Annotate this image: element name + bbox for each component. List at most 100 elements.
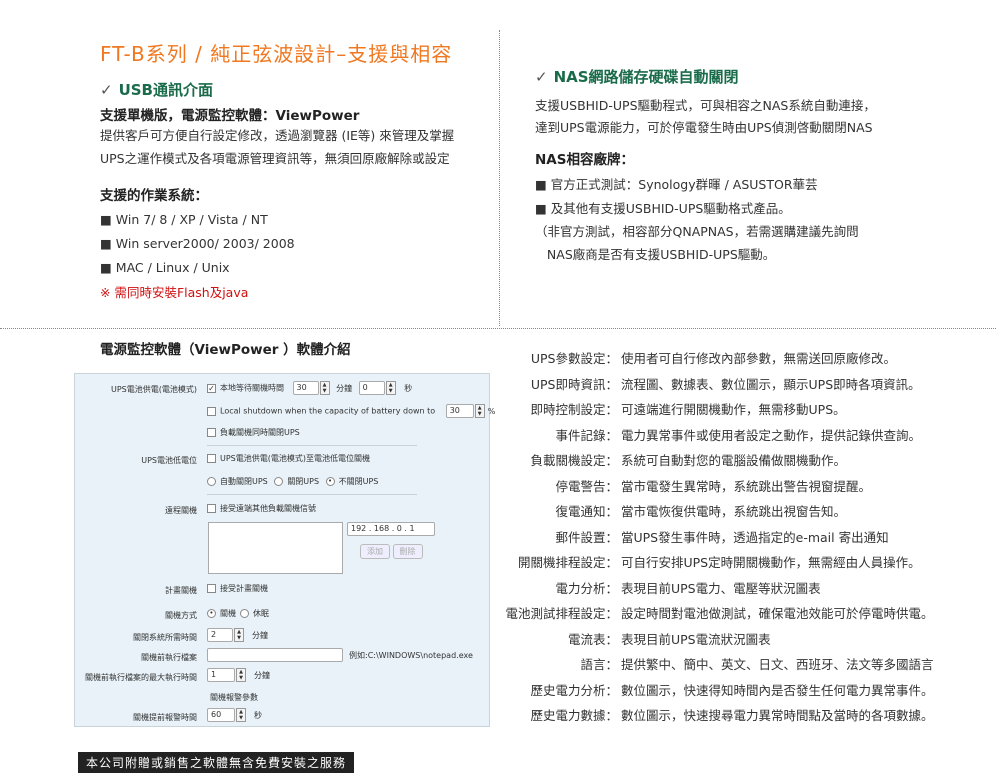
unit: 分鐘 — [252, 630, 268, 640]
feature-key: 歷史電力分析： — [530, 682, 618, 698]
radio-off[interactable] — [274, 477, 284, 486]
os-item: ■ Win 7/ 8 / XP / Vista / NT — [100, 212, 268, 227]
spinner[interactable]: ▲▼ — [319, 381, 330, 395]
separator — [207, 494, 417, 495]
spinner[interactable]: ▲▼ — [385, 381, 396, 395]
schedule-label: 計畫關機 — [165, 586, 197, 595]
low-battery-label: UPS電池低電位 — [141, 456, 197, 465]
feature-row: 電池測試排程設定：設定時間對電池做測試，確保電池效能可於停電時供電。 — [500, 601, 960, 627]
nas-heading-text: NAS網路儲存硬碟自動關閉 — [553, 68, 739, 86]
feature-row: 即時控制設定：可遠端進行開關機動作，無需移動UPS。 — [500, 397, 960, 423]
remote-list[interactable] — [208, 522, 343, 574]
feature-key: 郵件設置： — [555, 529, 618, 545]
feature-row: 事件記錄：電力異常事件或使用者設定之動作，提供記錄供查詢。 — [500, 423, 960, 449]
usb-desc-1: 提供客戶可方便自行設定修改，透過瀏覽器 (IE等) 來管理及掌握 — [100, 128, 455, 143]
radio-auto-off[interactable] — [207, 477, 216, 486]
nas-desc-2: 達到UPS電源能力，可於停電發生時由UPS偵測啓動關閉NAS — [535, 120, 873, 135]
close-time-label: 關閉系統所需時間 — [133, 633, 197, 642]
feature-row: 語言：提供繁中、簡中、英文、日文、西班牙、法文等多國語言 — [500, 652, 960, 678]
exec-max-label: 關機前執行檔案的最大執行時間 — [85, 673, 197, 682]
feature-row: 歷史電力分析：數位圖示，快速得知時間內是否發生任何電力異常事件。 — [500, 678, 960, 704]
nas-item: NAS廠商是否有支援USBHID-UPS驅動。 — [535, 247, 776, 262]
feature-key: 即時控制設定： — [530, 402, 618, 417]
radio-shutdown[interactable]: • — [207, 609, 216, 618]
feature-row: 開關機排程設定：可自行安排UPS定時開關機動作，無需經由人員操作。 — [500, 550, 960, 576]
feature-value: 設定時間對電池做測試，確保電池效能可於停電時供電。 — [621, 606, 934, 621]
ip-input[interactable]: 192 . 168 . 0 . 1 — [347, 522, 435, 536]
feature-key: 停電警告： — [555, 478, 618, 494]
spinner[interactable]: ▲▼ — [236, 708, 246, 722]
software-heading: 電源監控軟體（ViewPower ）軟體介紹 — [100, 342, 351, 358]
feature-row: UPS參數設定：使用者可自行修改內部參數，無需送回原廠修改。 — [500, 346, 960, 372]
viewpower-settings-panel: UPS電池供電(電池模式) ✓本地等待關機時間 30▲▼ 分鐘 0▲▼ 秒 Lo… — [74, 373, 495, 727]
feature-key: 電流表： — [567, 631, 618, 647]
usb-support: 支援單機版，電源監控軟體：ViewPower — [100, 108, 360, 124]
usb-desc-2: UPS之運作模式及各項電源管理資訊等，無須回原廠解除或設定 — [100, 151, 450, 166]
radio-sleep[interactable] — [240, 609, 249, 618]
check-icon: ✓ — [100, 81, 113, 99]
feature-key: 開關機排程設定： — [517, 555, 618, 570]
spinner[interactable]: ▲▼ — [234, 628, 244, 642]
wait-seconds-input[interactable]: 0 — [358, 381, 385, 395]
low-battery-checkbox[interactable] — [207, 454, 216, 463]
nas-heading: ✓NAS網路儲存硬碟自動關閉 — [535, 66, 739, 87]
feature-row: 復電通知：當市電恢復供電時，系統跳出視窗告知。 — [500, 499, 960, 525]
feature-value: 數位圖示，快速得知時間內是否發生任何電力異常事件。 — [621, 682, 934, 698]
close-time-input[interactable]: 2 — [207, 628, 233, 642]
feature-key: 歷史電力數據： — [530, 708, 618, 723]
feature-row: 電力分析：表現目前UPS電力、電壓等狀況圖表 — [500, 576, 960, 602]
local-shutdown-checkbox[interactable] — [207, 406, 216, 416]
remote-checkbox[interactable] — [207, 504, 216, 513]
spinner[interactable]: ▲▼ — [236, 668, 246, 682]
feature-value: 當UPS發生事件時，透過指定的e-mail 寄出通知 — [621, 529, 889, 545]
capacity-input[interactable]: 30 — [445, 404, 474, 418]
spinner[interactable]: ▲▼ — [474, 404, 485, 418]
delete-button[interactable]: 刪除 — [392, 544, 423, 559]
exec-example: 例如:C:\WINDOWS\notepad.exe — [349, 650, 473, 660]
alarm-time-label: 關機提前報警時間 — [133, 713, 197, 722]
flash-java-note: ※ 需同時安裝Flash及java — [100, 285, 249, 300]
feature-key: 事件記錄： — [555, 427, 618, 443]
usb-heading: ✓USB通訊介面 — [100, 79, 213, 100]
feature-row: 負載關機設定：系統可自動對您的電腦設備做關機動作。 — [500, 448, 960, 474]
feature-value: 流程圖、數據表、數位圖示，顯示UPS即時各項資訊。 — [621, 376, 921, 392]
feature-value: 當市電恢復供電時，系統跳出視窗告知。 — [621, 504, 847, 519]
exec-file-input[interactable] — [207, 648, 343, 662]
horizontal-divider — [0, 328, 996, 329]
feature-key: 負載關機設定： — [530, 453, 618, 468]
schedule-option: 接受計畫關機 — [220, 584, 268, 593]
feature-value: 電力異常事件或使用者設定之動作，提供記錄供查詢。 — [621, 427, 922, 443]
radio-label: 關機 — [220, 609, 236, 618]
radio-keep-on[interactable]: • — [325, 477, 335, 486]
feature-value: 可遠端進行開關機動作，無需移動UPS。 — [621, 402, 846, 417]
feature-key: 電力分析： — [555, 580, 618, 596]
nas-item: （非官方測試，相容部分QNAPNAS，若需選購建議先詢問 — [535, 224, 859, 239]
exec-file-label: 關機前執行檔案 — [141, 653, 197, 662]
unit: 秒 — [404, 383, 413, 393]
wait-checkbox[interactable]: ✓ — [207, 383, 216, 393]
unit: 分鐘 — [254, 670, 270, 680]
exec-max-input[interactable]: 1 — [207, 668, 235, 682]
feature-key: UPS即時資訊： — [530, 376, 618, 392]
separator — [207, 445, 417, 446]
feature-value: 可自行安排UPS定時開關機動作，無需經由人員操作。 — [621, 555, 921, 570]
wait-minutes-input[interactable]: 30 — [292, 381, 319, 395]
remote-option: 接受遠端其他負載關機信號 — [220, 504, 316, 513]
unit: 分鐘 — [336, 383, 353, 393]
os-heading: 支援的作業系統： — [100, 188, 208, 204]
feature-value: 表現目前UPS電力、電壓等狀況圖表 — [621, 580, 821, 596]
schedule-checkbox[interactable] — [207, 584, 216, 593]
feature-key: 語言： — [580, 657, 618, 672]
nas-item: ■ 官方正式測試：Synology群暉 / ASUSTOR華芸 — [535, 177, 818, 192]
feature-value: 表現目前UPS電流狀況圖表 — [621, 631, 771, 647]
load-off-label: 負載關機同時關閉UPS — [220, 428, 300, 437]
vertical-divider — [499, 30, 500, 326]
feature-value: 當市電發生異常時，系統跳出警告視窗提醒。 — [621, 478, 872, 494]
add-button[interactable]: 添加 — [360, 544, 390, 559]
feature-row: 電流表：表現目前UPS電流狀況圖表 — [500, 627, 960, 653]
load-off-checkbox[interactable] — [207, 428, 216, 437]
feature-row: 歷史電力數據：數位圖示，快速搜尋電力異常時間點及當時的各項數據。 — [500, 703, 960, 729]
feature-list: UPS參數設定：使用者可自行修改內部參數，無需送回原廠修改。 UPS即時資訊：流程… — [500, 346, 960, 729]
alarm-time-input[interactable]: 60 — [207, 708, 235, 722]
feature-value: 提供繁中、簡中、英文、日文、西班牙、法文等多國語言 — [621, 657, 934, 672]
